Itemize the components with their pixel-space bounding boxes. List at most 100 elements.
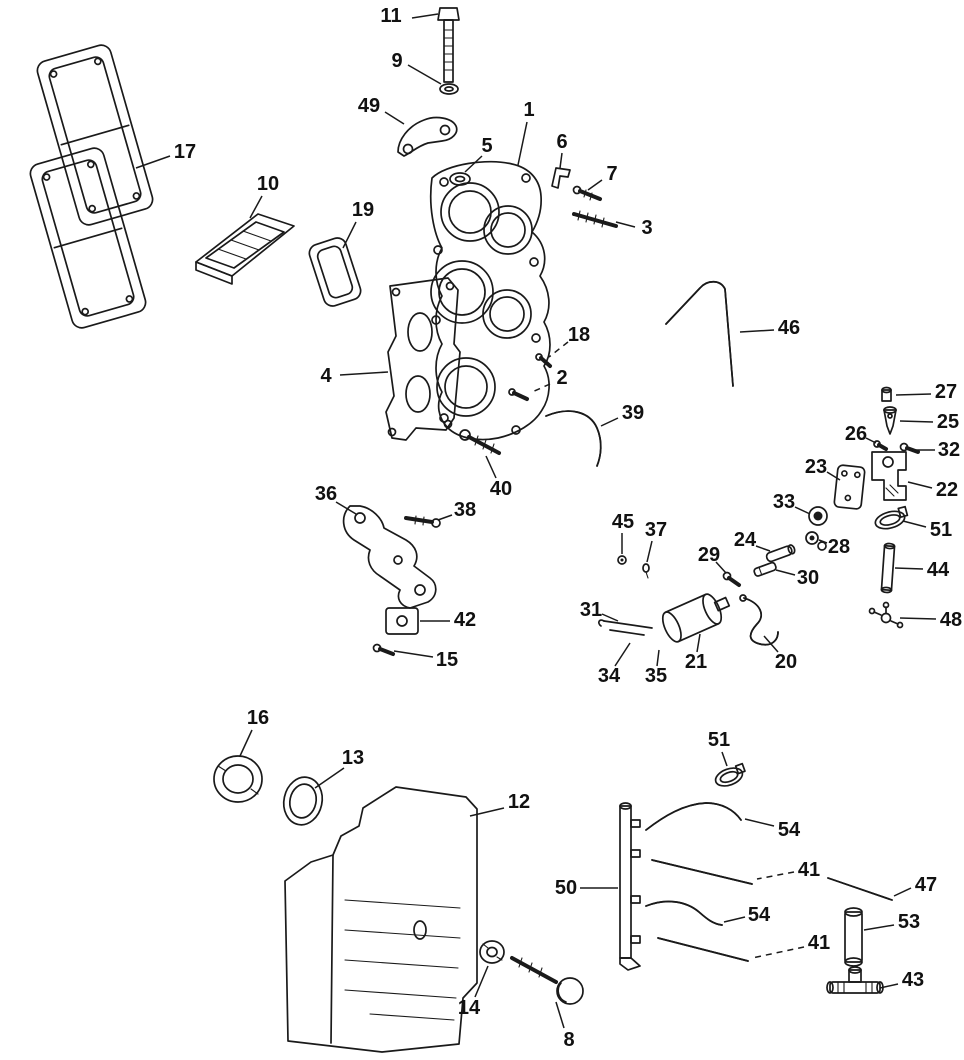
- leader-line-46: [739, 329, 775, 333]
- leader-line-47: [893, 887, 912, 897]
- part-hose-47: [827, 877, 893, 901]
- callout-label-12: 12: [507, 791, 531, 813]
- part-screw-32: [899, 442, 920, 454]
- callout-label-16: 16: [246, 707, 270, 729]
- part-hose-39: [545, 410, 602, 467]
- callout-label-31: 31: [579, 599, 603, 621]
- callout-label-41: 41: [807, 932, 831, 954]
- part-grommet-33: [808, 506, 828, 526]
- callout-label-50: 50: [554, 877, 578, 899]
- part-needle-valve-25: [883, 406, 897, 435]
- callout-label-13: 13: [341, 747, 365, 769]
- callout-label-20: 20: [774, 651, 798, 673]
- leader-line-30: [775, 569, 796, 576]
- callout-label-41: 41: [797, 859, 821, 881]
- part-clip-6: [551, 167, 571, 189]
- part-tube-53: [844, 907, 863, 967]
- leader-line-39: [600, 417, 619, 427]
- callout-label-45: 45: [611, 511, 635, 533]
- leader-line-2: [529, 383, 551, 394]
- part-long-bolt: [437, 7, 460, 83]
- leader-line-26: [865, 437, 877, 444]
- leader-line-51: [721, 751, 728, 767]
- leader-line-3: [615, 221, 636, 228]
- callout-label-4: 4: [320, 365, 332, 387]
- leader-line-24: [755, 545, 771, 552]
- callout-label-14: 14: [457, 997, 481, 1019]
- leader-line-37: [646, 540, 653, 563]
- part-hose-41-bottom: [657, 937, 749, 962]
- callout-label-11: 11: [380, 5, 402, 27]
- leader-line-41: [756, 871, 795, 880]
- part-pin-45: [617, 555, 627, 565]
- callout-label-51: 51: [929, 519, 953, 541]
- part-bolt-8: [510, 956, 584, 1005]
- leader-line-41: [751, 946, 805, 959]
- part-tee-barb-48: [868, 601, 904, 629]
- part-screw-38: [404, 515, 441, 528]
- callout-label-54: 54: [747, 904, 771, 926]
- part-hose-54-bottom: [645, 900, 723, 926]
- leader-line-22: [907, 481, 933, 489]
- callout-label-5: 5: [481, 135, 493, 157]
- part-wire-tie-31: [598, 619, 653, 636]
- leader-line-10: [249, 195, 263, 219]
- callout-label-29: 29: [697, 544, 721, 566]
- leader-line-54: [723, 916, 746, 923]
- part-stud-3: [572, 210, 618, 228]
- part-screw-2: [508, 388, 529, 401]
- part-gasket-19: [308, 237, 362, 307]
- part-hose-41-top: [651, 859, 753, 885]
- callout-label-38: 38: [453, 499, 477, 521]
- callout-label-2: 2: [556, 367, 568, 389]
- leader-line-12: [469, 807, 505, 817]
- leader-line-20: [763, 635, 779, 653]
- callout-label-36: 36: [314, 483, 338, 505]
- callout-label-33: 33: [772, 491, 796, 513]
- part-reed-valve: [195, 213, 295, 285]
- leader-line-31: [601, 613, 619, 622]
- callout-label-9: 9: [391, 50, 403, 72]
- callout-label-21: 21: [684, 651, 708, 673]
- part-intake-manifold-body: [429, 160, 551, 441]
- callout-label-48: 48: [939, 609, 963, 631]
- callout-label-25: 25: [936, 411, 960, 433]
- callout-label-46: 46: [777, 317, 801, 339]
- leader-line-27: [895, 393, 932, 396]
- leader-line-53: [863, 924, 895, 931]
- callout-label-17: 17: [173, 141, 197, 163]
- callout-label-23: 23: [804, 456, 828, 478]
- part-washer-14: [479, 940, 505, 964]
- part-gasket-set: [29, 44, 154, 329]
- callout-label-51: 51: [707, 729, 731, 751]
- part-clamp-51-upper: [874, 505, 909, 530]
- leader-line-54: [744, 818, 775, 827]
- part-fitting-30: [753, 561, 777, 577]
- callout-label-7: 7: [606, 163, 618, 185]
- callout-label-22: 22: [935, 479, 959, 501]
- part-fuel-filter-21: [661, 593, 731, 643]
- part-tube-44: [880, 542, 896, 594]
- part-spring-seat-28: [805, 531, 827, 551]
- leader-line-44: [894, 567, 924, 570]
- leader-line-9: [407, 64, 442, 85]
- leader-line-11: [411, 13, 439, 19]
- part-screw-18: [535, 353, 552, 368]
- leader-line-35: [656, 649, 660, 667]
- leader-line-29: [715, 561, 727, 574]
- part-block-42: [385, 607, 419, 635]
- callout-label-37: 37: [644, 519, 668, 541]
- callout-label-6: 6: [556, 131, 568, 153]
- leader-line-43: [879, 983, 899, 989]
- callout-label-10: 10: [256, 173, 280, 195]
- part-bracket-49: [397, 116, 458, 157]
- leader-line-49: [384, 111, 405, 125]
- part-seal-13: [282, 776, 324, 826]
- leader-line-21: [696, 633, 701, 653]
- part-fuel-rail-50: [619, 802, 641, 971]
- part-hose-54-top: [645, 802, 742, 831]
- callout-label-40: 40: [489, 478, 513, 500]
- part-housing-22: [871, 451, 907, 501]
